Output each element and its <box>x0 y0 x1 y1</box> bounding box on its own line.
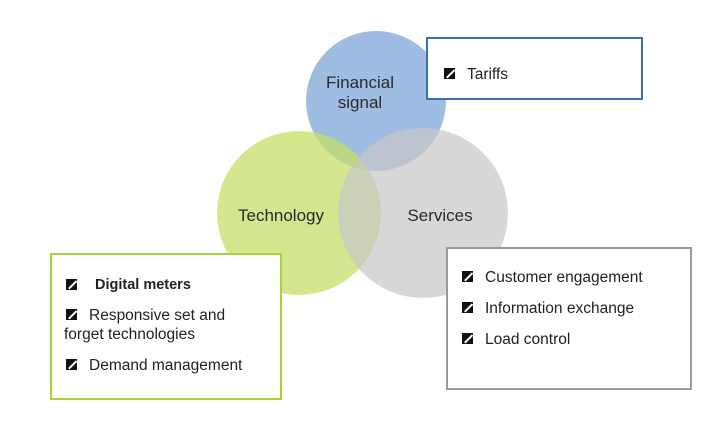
services-label: Services <box>407 206 472 225</box>
list-item: Demand management <box>66 356 242 375</box>
checkbox-icon <box>66 279 77 290</box>
demand-management-label: Demand management <box>89 357 243 374</box>
services-box: Customer engagement Information exchange… <box>446 247 692 390</box>
checkbox-icon <box>462 333 473 344</box>
checkbox-icon <box>66 309 77 320</box>
list-item: Information exchange <box>462 299 634 318</box>
checkbox-icon <box>444 68 455 79</box>
financial-signal-label-line1: Financial <box>326 73 394 92</box>
technology-label: Technology <box>238 206 325 225</box>
digital-meters-label: Digital meters <box>95 277 191 293</box>
list-item: Customer engagement <box>462 268 643 287</box>
tariffs-box: Tariffs <box>426 37 643 100</box>
list-item-continuation: forget technologies <box>64 325 195 344</box>
list-item: Responsive set and <box>66 306 225 325</box>
tariffs-item-label: Tariffs <box>467 66 509 83</box>
list-item: Load control <box>462 330 570 349</box>
customer-engagement-label: Customer engagement <box>485 269 643 286</box>
list-item: Digital meters <box>66 276 191 295</box>
information-exchange-label: Information exchange <box>485 300 635 317</box>
technology-box: Digital meters Responsive set and forget… <box>50 253 282 400</box>
checkbox-icon <box>66 359 77 370</box>
financial-signal-label-line2: signal <box>338 93 382 112</box>
load-control-label: Load control <box>485 331 571 348</box>
checkbox-icon <box>462 271 473 282</box>
forget-technologies-label: forget technologies <box>64 326 195 343</box>
responsive-set-label: Responsive set and <box>89 307 226 324</box>
checkbox-icon <box>462 302 473 313</box>
list-item: Tariffs <box>444 65 508 84</box>
